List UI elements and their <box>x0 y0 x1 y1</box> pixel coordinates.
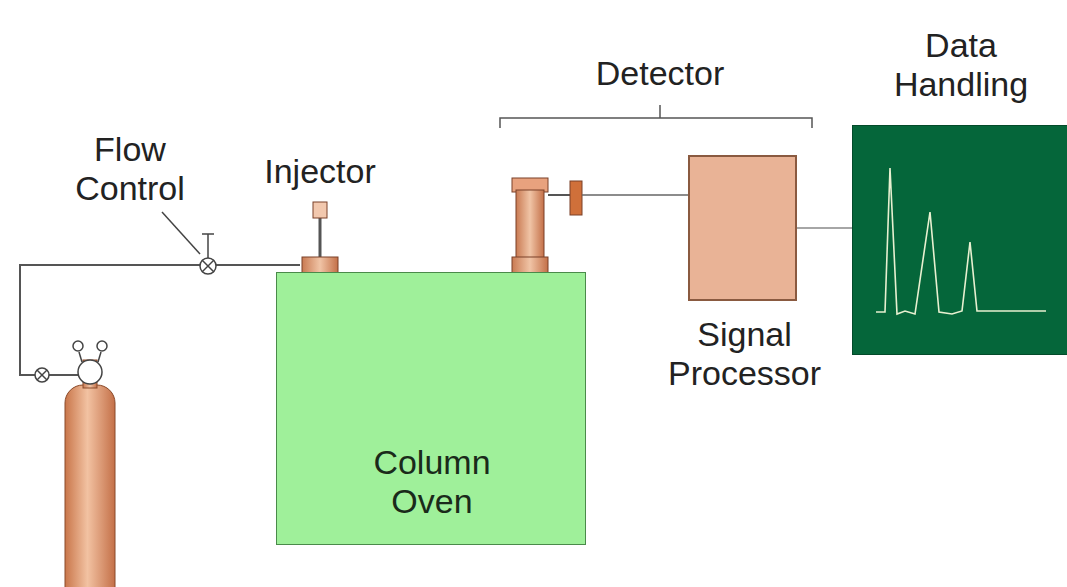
leader-line <box>162 212 200 254</box>
connector-line <box>797 228 852 229</box>
node-label: Data Handling <box>861 26 1061 104</box>
part-label: Injector <box>235 152 405 191</box>
node-label: Signal Processor <box>650 315 840 393</box>
node-label: Column Oven <box>337 443 527 521</box>
data-handling-box: Data Handling <box>852 125 1067 355</box>
gas-line <box>20 265 300 375</box>
part-label: Flow Control <box>45 130 215 208</box>
valve-symbol <box>35 368 49 382</box>
part-label: Detector <box>560 54 760 93</box>
signal-wire <box>582 194 690 196</box>
processor-box: Signal Processor <box>688 155 797 301</box>
detector-bracket <box>659 105 661 118</box>
flow-control-valve <box>200 234 216 274</box>
detector-bracket <box>500 118 812 128</box>
gas-cylinder <box>65 341 115 587</box>
oven-box: Column Oven <box>276 272 586 545</box>
